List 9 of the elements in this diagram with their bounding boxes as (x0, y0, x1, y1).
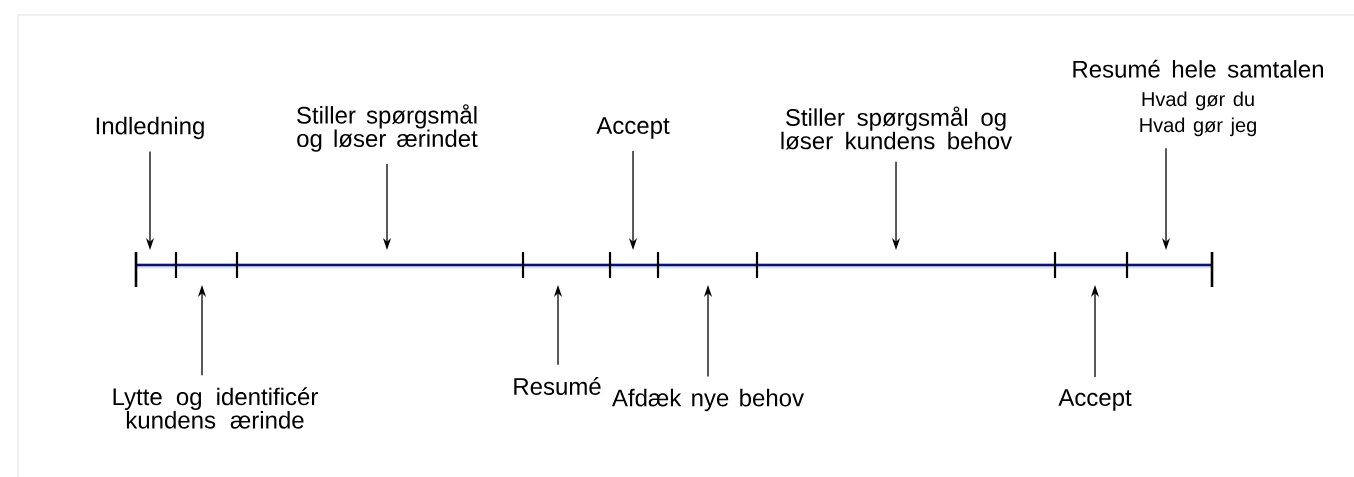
step-label: Indledning (96, 116, 204, 140)
step-label: Stiller spørgsmål og løser ærindet (297, 104, 478, 152)
step-label: Resumé (514, 377, 601, 395)
step-label: Accept (596, 117, 670, 139)
step-label: Resumé hele samtalen Hvad gør du Hvad gør jeg (1073, 59, 1323, 137)
step-label: Stiller spørgsmål og løser kundens behov (781, 106, 1013, 150)
step-label: Lytte og identificér kundens ærinde (113, 387, 318, 429)
step-label: Accept (1058, 389, 1132, 411)
step-label: Afdæk nye behov (612, 388, 804, 412)
